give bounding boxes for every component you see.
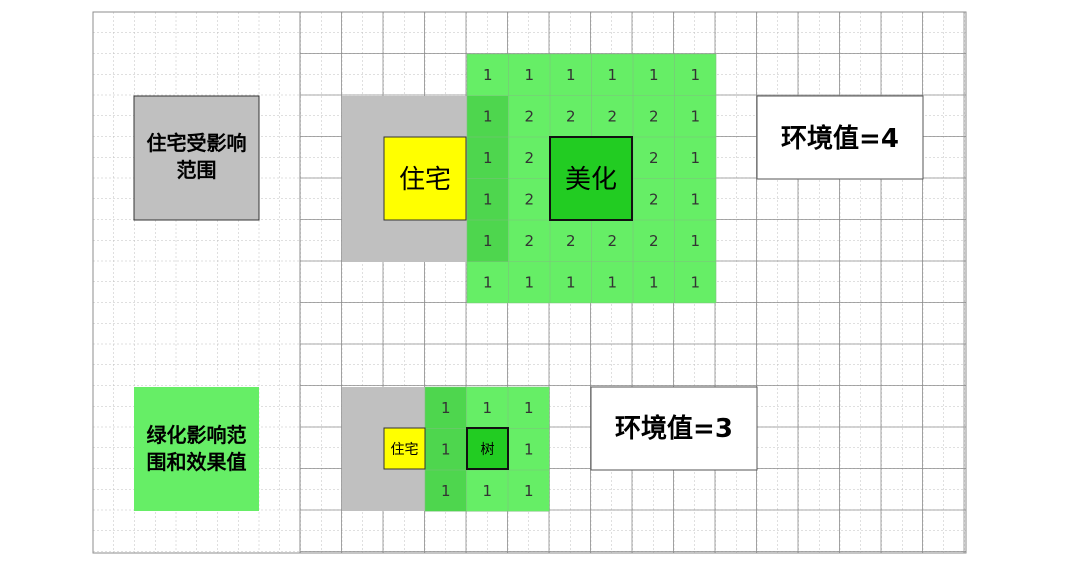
effect-value-cell: 1 — [690, 232, 700, 250]
effect-value-cell: 2 — [524, 232, 534, 250]
bottom-effect-values: 1 1 1 1 1 1 1 1 — [441, 399, 534, 500]
top-env-value-box — [756, 95, 924, 180]
effect-value-cell: 1 — [607, 66, 617, 84]
effect-value-cell: 1 — [482, 482, 492, 500]
top-env-value-label: 环境值=4 — [781, 123, 899, 154]
effect-value-cell: 2 — [649, 149, 659, 167]
effect-value-cell: 2 — [649, 232, 659, 250]
effect-value-cell: 1 — [483, 274, 493, 292]
effect-value-cell: 1 — [524, 66, 534, 84]
top-residence-block — [383, 136, 467, 221]
effect-value-cell: 2 — [524, 191, 534, 209]
top-effect-values: 1 1 1 1 1 1 1 2 2 2 2 1 1 2 2 1 1 2 2 1 1 2 2 2 2 1 1 1 1 1 1 1 — [483, 66, 700, 292]
bottom-overlap-zone — [425, 387, 466, 511]
bottom-scene: 1 1 1 1 1 1 1 1 住宅 树 — [342, 386, 550, 512]
top-residence-label: 住宅 — [399, 165, 451, 195]
legend-green-range-line1: 绿化影响范 — [147, 423, 247, 447]
effect-value-cell: 1 — [524, 482, 534, 500]
legend-residence-range-box — [133, 95, 260, 221]
effect-value-cell: 1 — [566, 66, 576, 84]
effect-value-cell: 1 — [441, 441, 451, 459]
effect-value-cell: 2 — [566, 108, 576, 126]
effect-value-cell: 1 — [690, 149, 700, 167]
legend-residence-range-line2: 范围 — [177, 158, 217, 182]
effect-value-cell: 2 — [524, 108, 534, 126]
effect-value-cell: 1 — [524, 399, 534, 417]
effect-value-cell: 1 — [483, 108, 493, 126]
bottom-env-value-label: 环境值=3 — [615, 413, 733, 444]
effect-value-cell: 1 — [483, 191, 493, 209]
effect-value-cell: 2 — [524, 149, 534, 167]
effect-value-cell: 2 — [649, 108, 659, 126]
effect-value-cell: 1 — [524, 274, 534, 292]
bottom-tree-label: 树 — [481, 442, 495, 458]
grid-border — [92, 11, 967, 554]
effect-value-cell: 2 — [607, 108, 617, 126]
effect-value-cell: 1 — [482, 399, 492, 417]
bottom-residence-label: 住宅 — [391, 442, 419, 458]
effect-value-cell: 1 — [566, 274, 576, 292]
effect-value-cell: 2 — [649, 191, 659, 209]
top-beautify-block — [549, 136, 633, 221]
top-scene: 1 1 1 1 1 1 1 2 2 2 2 1 1 2 2 1 1 2 2 1 1 2 2 2 2 1 1 1 1 1 1 1 住宅 美化 — [342, 53, 717, 304]
bottom-residence-block — [383, 427, 426, 470]
effect-value-cell: 1 — [690, 274, 700, 292]
effect-value-cell: 1 — [441, 482, 451, 500]
top-overlap-zone — [467, 96, 508, 262]
bottom-tree-block — [466, 427, 509, 470]
effect-value-cell: 1 — [649, 274, 659, 292]
effect-value-cell: 2 — [607, 232, 617, 250]
effect-value-cell: 1 — [483, 149, 493, 167]
effect-value-cell: 1 — [690, 191, 700, 209]
effect-value-cell: 2 — [566, 232, 576, 250]
effect-value-cell: 1 — [649, 66, 659, 84]
legend-green-range-box — [134, 387, 259, 511]
effect-value-cell: 1 — [607, 274, 617, 292]
effect-value-cell: 1 — [441, 399, 451, 417]
effect-value-cell: 1 — [483, 66, 493, 84]
effect-value-cell: 1 — [483, 232, 493, 250]
legend-green-range-line2: 围和效果值 — [147, 450, 247, 474]
effect-value-cell: 1 — [690, 108, 700, 126]
top-beautify-label: 美化 — [565, 165, 617, 195]
bottom-env-value-box — [590, 386, 758, 471]
effect-value-cell: 1 — [524, 441, 534, 459]
legend-residence-range-line1: 住宅受影响 — [147, 131, 247, 155]
effect-value-cell: 1 — [690, 66, 700, 84]
